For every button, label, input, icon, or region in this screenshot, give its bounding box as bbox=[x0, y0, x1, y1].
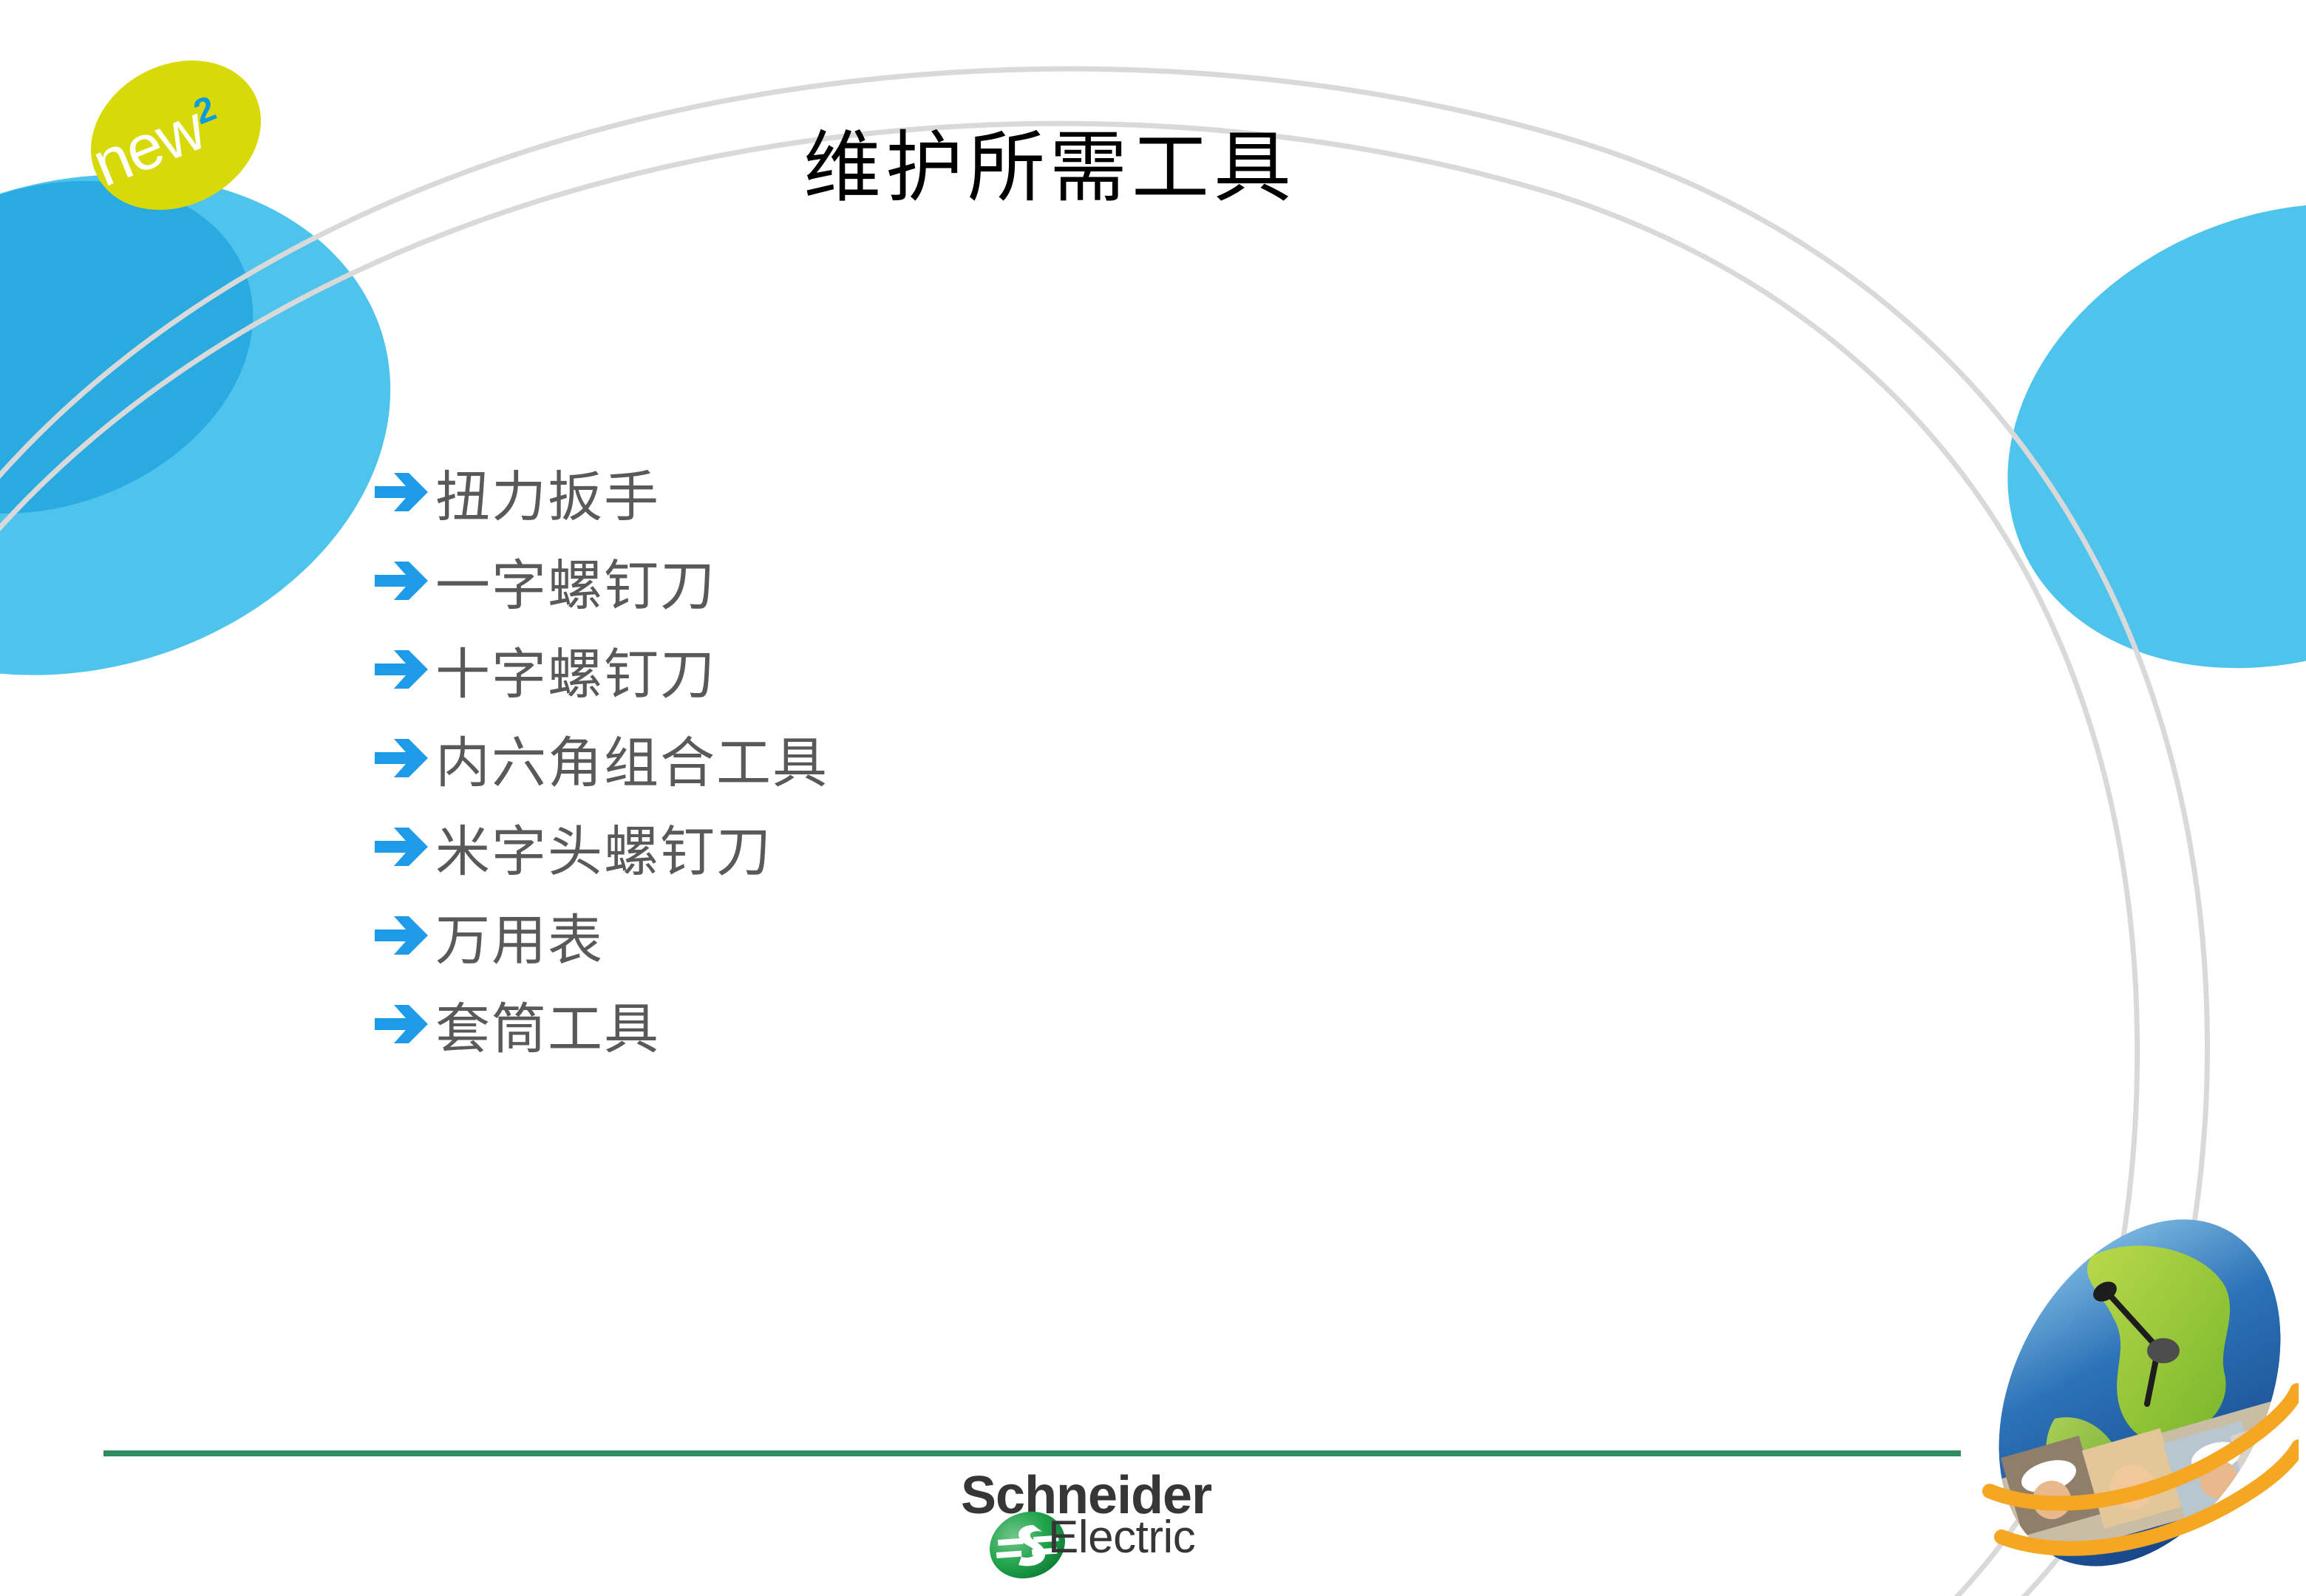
arrow-right-icon bbox=[375, 473, 428, 511]
arrow-right-icon bbox=[375, 1005, 428, 1043]
brand-name-line1: Schneider bbox=[961, 1466, 1212, 1525]
list-item[interactable]: 万用表 bbox=[373, 891, 1408, 980]
arrow-right-icon bbox=[375, 916, 428, 955]
list-item[interactable]: 米字头螺钉刀 bbox=[373, 802, 1408, 891]
list-item[interactable]: 套筒工具 bbox=[373, 980, 1408, 1068]
list-item-label: 十字螺钉刀 bbox=[435, 644, 716, 706]
list-item-label: 米字头螺钉刀 bbox=[435, 822, 772, 883]
footer-divider bbox=[103, 1450, 1961, 1456]
list-item[interactable]: 内六角组合工具 bbox=[373, 714, 1408, 802]
schneider-s-mark-icon bbox=[990, 1511, 1065, 1579]
brand-name-line2: Electric bbox=[1048, 1512, 1196, 1563]
list-item-label: 套筒工具 bbox=[435, 999, 660, 1060]
list-item-label: 一字螺钉刀 bbox=[435, 556, 716, 617]
tool-list: 扭力扳手 一字螺钉刀 十字螺钉刀 内六角组合工具 米字头螺钉刀 bbox=[373, 448, 1408, 1068]
arrow-right-icon bbox=[375, 562, 428, 600]
list-item-label: 万用表 bbox=[435, 910, 604, 972]
list-item[interactable]: 扭力扳手 bbox=[373, 448, 1408, 536]
decor-ellipse-right-light bbox=[2007, 203, 2306, 669]
arrow-right-icon bbox=[375, 828, 428, 866]
arrow-right-icon bbox=[375, 650, 428, 689]
list-item-label: 扭力扳手 bbox=[435, 467, 660, 528]
schneider-electric-logo: Schneider Electric bbox=[961, 1466, 1242, 1579]
list-item-label: 内六角组合工具 bbox=[435, 733, 829, 794]
list-item[interactable]: 十字螺钉刀 bbox=[373, 625, 1408, 714]
arrow-right-icon bbox=[375, 739, 428, 777]
globe-people-graphic bbox=[1981, 1197, 2299, 1589]
page-title: 维护所需工具 bbox=[803, 125, 1296, 211]
list-item[interactable]: 一字螺钉刀 bbox=[373, 536, 1408, 625]
